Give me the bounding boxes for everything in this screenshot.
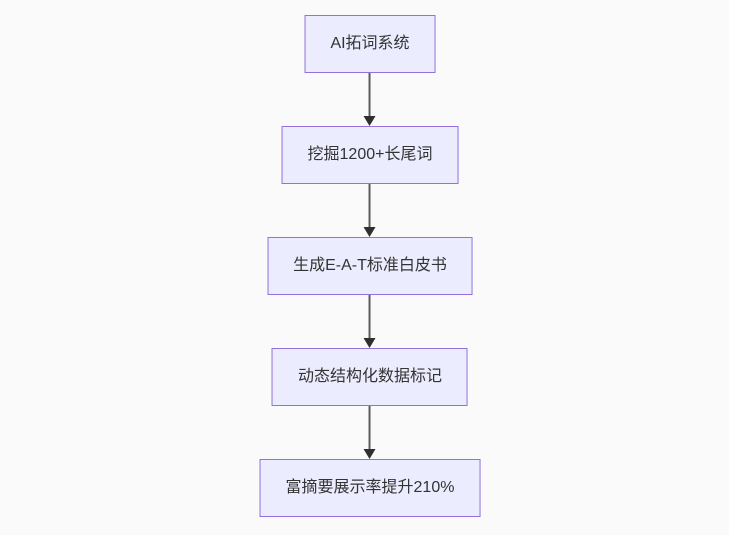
arrow-shaft [369, 295, 371, 338]
arrow-down-icon [364, 295, 376, 348]
arrow-shaft [369, 184, 371, 227]
flow-node-ai-keyword-system: AI拓词系统 [304, 15, 436, 73]
arrow-down-icon [364, 406, 376, 459]
flow-node-structured-data-markup: 动态结构化数据标记 [271, 348, 468, 406]
arrow-head [364, 227, 376, 237]
arrow-shaft [369, 406, 371, 449]
arrow-head [364, 338, 376, 348]
arrow-shaft [369, 73, 371, 116]
flow-node-longtail-mining: 挖掘1200+长尾词 [281, 126, 459, 184]
arrow-head [364, 449, 376, 459]
arrow-head [364, 116, 376, 126]
arrow-down-icon [364, 73, 376, 126]
flow-node-eat-whitepaper: 生成E-A-T标准白皮书 [267, 237, 473, 295]
flowchart-column: AI拓词系统 挖掘1200+长尾词 生成E-A-T标准白皮书 动态结构化数据标记… [259, 15, 481, 517]
arrow-down-icon [364, 184, 376, 237]
flow-node-rich-snippet-result: 富摘要展示率提升210% [259, 459, 481, 517]
